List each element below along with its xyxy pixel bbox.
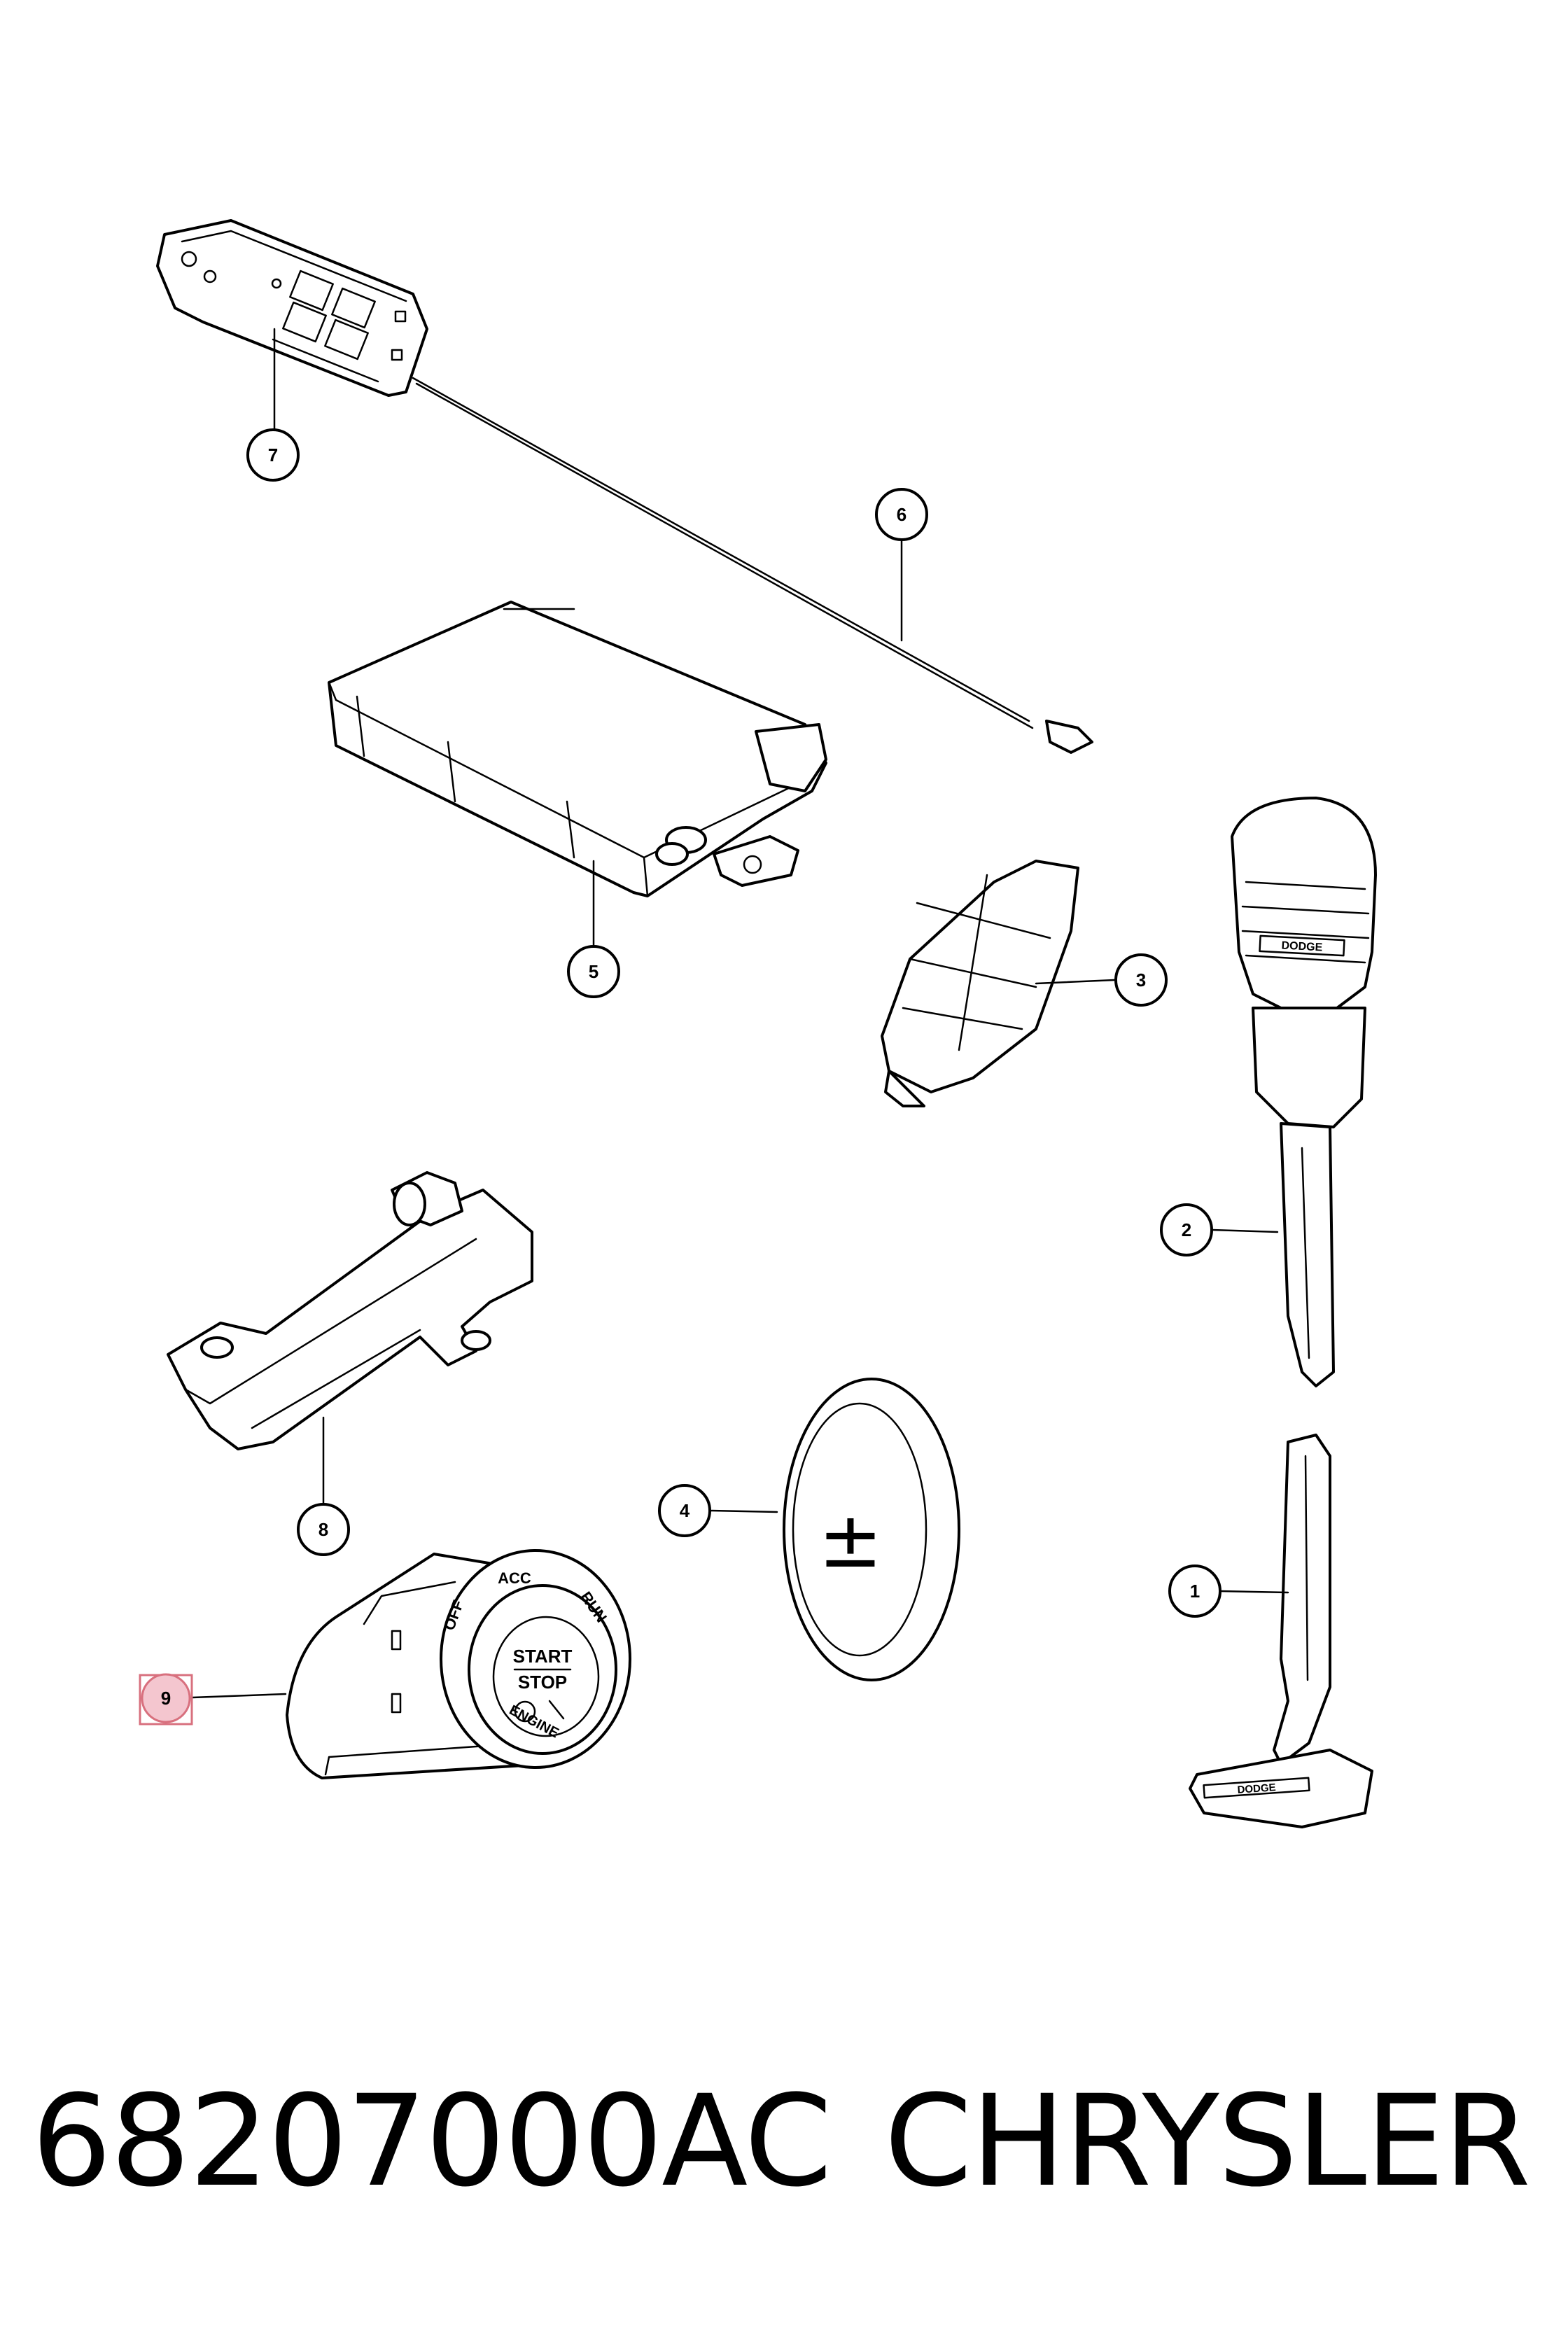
part-7-antenna-bracket (156, 219, 1093, 754)
callout-9-circle (141, 1673, 191, 1723)
ignition-label-start: START (513, 1646, 573, 1667)
callout-3-label: 3 (1136, 969, 1146, 990)
callout-4-label: 4 (680, 1500, 690, 1521)
battery-symbol: ± (818, 1495, 883, 1585)
brand-caption: CHRYSLER (884, 2068, 1531, 2215)
callout-9-highlighted[interactable]: 9 (139, 1673, 193, 1726)
callout-3: 3 (1114, 953, 1168, 1007)
callout-9-label: 9 (161, 1688, 171, 1709)
callout-5: 5 (567, 945, 620, 998)
key-brand-text-top: DODGE (1281, 939, 1323, 953)
callout-6: 6 (875, 488, 928, 541)
ignition-label-stop: STOP (518, 1672, 567, 1693)
callout-7: 7 (246, 428, 300, 482)
key-brand-text-bottom: DODGE (1237, 1782, 1276, 1796)
callout-5-label: 5 (589, 961, 598, 982)
callout-7-label: 7 (268, 444, 278, 465)
part-2-remote-key: DODGE (1231, 797, 1377, 1387)
part-number-caption: 68207000AC (31, 2068, 832, 2215)
part-1-key-blade: DODGE (1189, 1434, 1373, 1828)
callout-1: 1 (1168, 1564, 1222, 1618)
part-3-key-fob (881, 860, 1079, 1107)
leader-lines (191, 328, 1289, 1699)
part-8-sensor (167, 1171, 533, 1450)
callout-8: 8 (297, 1503, 350, 1556)
callout-6-label: 6 (897, 504, 906, 525)
part-4-battery: ± (783, 1378, 960, 1681)
ignition-label-acc: ACC (498, 1569, 531, 1587)
part-9-ignition-switch: ACC RUN OFF START STOP ENGINE (286, 1549, 631, 1779)
callout-8-label: 8 (318, 1519, 328, 1540)
callout-2-label: 2 (1182, 1219, 1191, 1240)
callout-1-label: 1 (1190, 1581, 1200, 1602)
callout-2: 2 (1160, 1203, 1213, 1256)
part-5-control-module (328, 601, 827, 897)
callout-4: 4 (658, 1484, 711, 1537)
